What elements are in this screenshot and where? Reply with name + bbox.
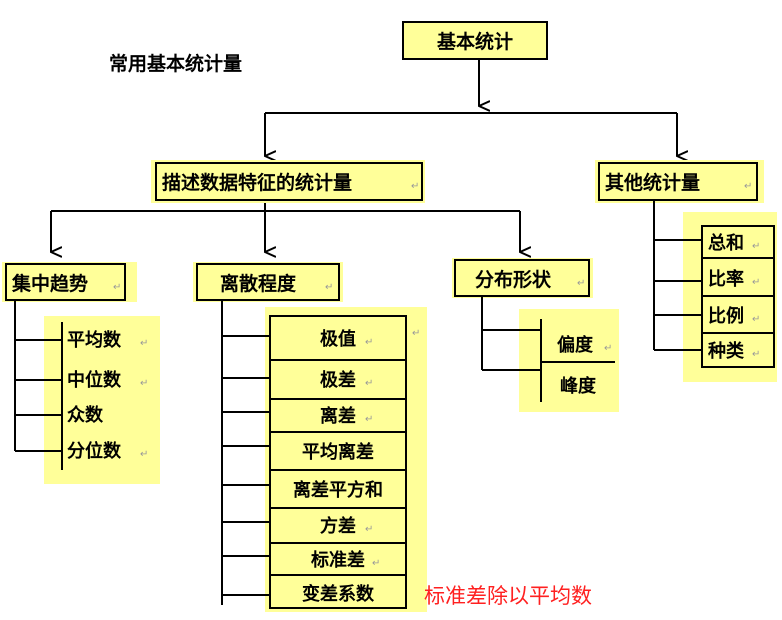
central-item-median: 中位数 (67, 369, 122, 391)
svg-text:↵: ↵ (372, 558, 380, 569)
central-item-mean: 平均数 (67, 329, 122, 351)
other-stats-list: 总和 比率 比例 种类 ↵ ↵ ↵ ↵ (653, 200, 777, 382)
other-item-proportion: 比例 (708, 305, 744, 327)
other-item-category: 种类 (707, 340, 745, 362)
svg-text:↵: ↵ (411, 181, 419, 192)
svg-text:↵: ↵ (752, 277, 760, 288)
descriptive-connectors (50, 203, 520, 252)
svg-text:↵: ↵ (365, 378, 373, 389)
svg-text:↵: ↵ (140, 449, 148, 460)
distribution-shape-node: 分布形状 ↵ (452, 258, 593, 298)
shape-item-kurtosis: 峰度 (560, 375, 597, 397)
dispersion-item-deviation: 离差 (320, 405, 356, 427)
dispersion-item-coef-variation: 变差系数 (302, 583, 375, 605)
svg-text:↵: ↵ (365, 414, 373, 425)
distribution-shape-list: 偏度 峰度 ↵ (481, 296, 619, 412)
dispersion-item-extreme: 极值 (320, 328, 356, 350)
other-item-ratio: 比率 (708, 268, 744, 290)
other-stats-label: 其他统计量 (605, 171, 700, 194)
central-tendency-node: 集中趋势 ↵ (2, 262, 137, 302)
central-tendency-label: 集中趋势 (11, 272, 88, 295)
dispersion-item-sum-of-squares: 离差平方和 (293, 479, 383, 501)
other-stats-node: 其他统计量 ↵ (595, 160, 764, 203)
svg-text:↵: ↵ (325, 282, 333, 293)
svg-text:↵: ↵ (752, 349, 760, 360)
root-connectors (264, 59, 677, 156)
diagram-title: 常用基本统计量 (109, 52, 242, 75)
svg-text:↵: ↵ (365, 524, 373, 535)
svg-text:↵: ↵ (752, 314, 760, 325)
svg-text:↵: ↵ (140, 338, 148, 349)
dispersion-label: 离散程度 (220, 272, 297, 295)
dispersion-item-range: 极差 (320, 369, 356, 391)
root-node-label: 基本统计 (436, 30, 513, 53)
descriptive-stats-label: 描述数据特征的统计量 (162, 171, 352, 194)
distribution-shape-label: 分布形状 (475, 268, 552, 291)
svg-text:↵: ↵ (577, 278, 585, 289)
dispersion-item-mean-deviation: 平均离差 (302, 441, 374, 463)
central-item-mode: 众数 (67, 404, 104, 426)
dispersion-node: 离散程度 ↵ (193, 262, 343, 302)
dispersion-item-variance: 方差 (320, 515, 356, 537)
svg-text:↵: ↵ (412, 328, 420, 339)
svg-text:↵: ↵ (365, 337, 373, 348)
other-item-total: 总和 (708, 232, 744, 254)
svg-text:↵: ↵ (744, 181, 752, 192)
dispersion-item-std-dev: 标准差 (310, 549, 365, 571)
descriptive-stats-node: 描述数据特征的统计量 ↵ (151, 160, 425, 203)
dispersion-list: 极值 极差 离差 平均离差 离差平方和 方差 标准差 变差系数 ↵ ↵ ↵ ↵ … (221, 300, 427, 612)
coef-variation-note: 标准差除以平均数 (424, 584, 592, 608)
central-item-quantile: 分位数 (67, 440, 122, 462)
svg-text:↵: ↵ (604, 343, 612, 354)
svg-text:↵: ↵ (140, 378, 148, 389)
shape-item-skewness: 偏度 (557, 334, 594, 356)
svg-text:↵: ↵ (113, 282, 121, 293)
central-tendency-list: 平均数 中位数 众数 分位数 ↵ ↵ ↵ (14, 300, 160, 484)
root-node: 基本统计 (402, 21, 548, 60)
svg-text:↵: ↵ (752, 241, 760, 252)
